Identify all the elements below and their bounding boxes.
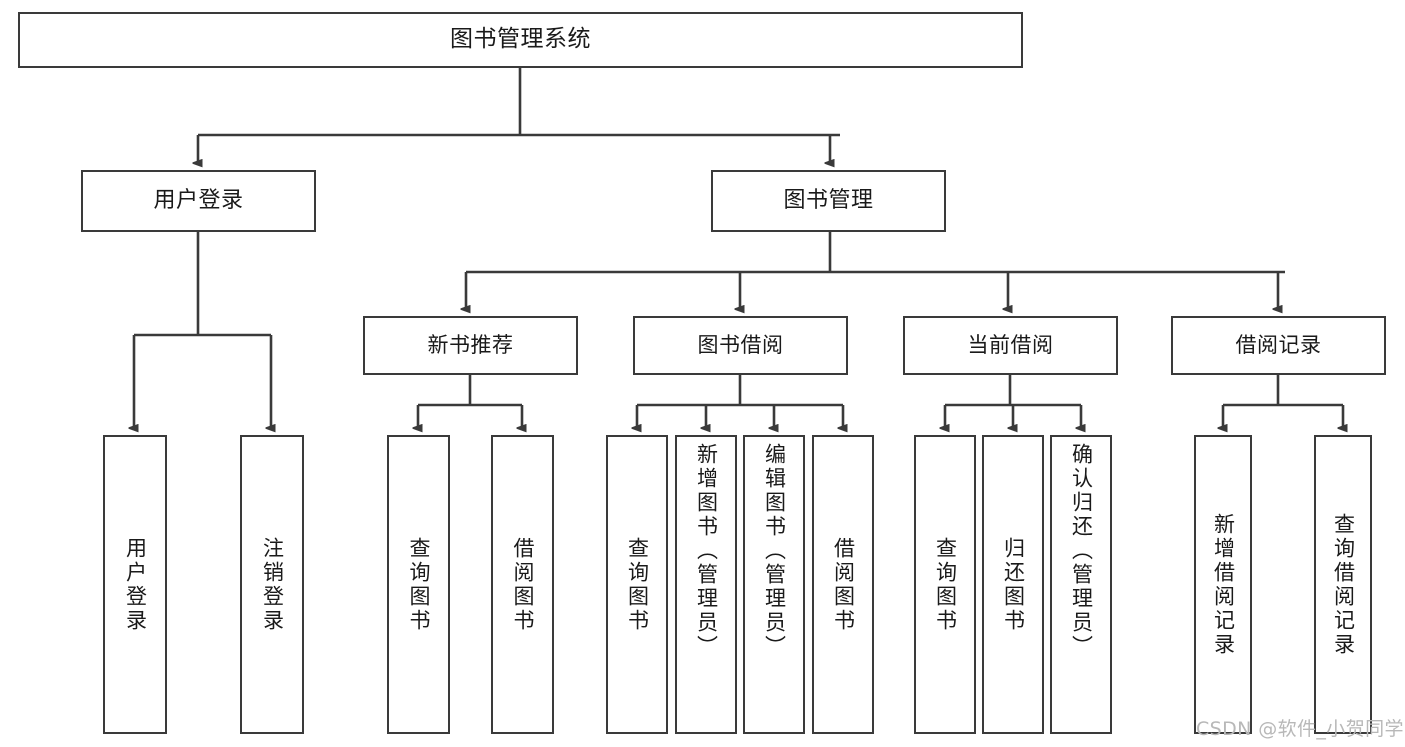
leaf-new-book-query[interactable]: 查询图书 bbox=[387, 435, 450, 734]
node-label: 新增借阅记录 bbox=[1211, 512, 1236, 657]
leaf-user-login-signout[interactable]: 注销登录 bbox=[240, 435, 304, 734]
node-new-book-recommend[interactable]: 新书推荐 bbox=[363, 316, 578, 375]
node-book-borrow[interactable]: 图书借阅 bbox=[633, 316, 848, 375]
leaf-borrow-edit-book-admin[interactable]: 编辑图书（管理员） bbox=[743, 435, 805, 734]
leaf-borrow-query-book[interactable]: 查询图书 bbox=[606, 435, 668, 734]
node-label: 借阅图书 bbox=[511, 536, 535, 633]
node-label: 图书管理系统 bbox=[450, 26, 591, 53]
leaf-borrow-add-book-admin[interactable]: 新增图书（管理员） bbox=[675, 435, 737, 734]
node-label: 确认归还（管理员） bbox=[1069, 443, 1094, 659]
node-label: 图书管理 bbox=[783, 187, 874, 213]
leaf-records-add-record[interactable]: 新增借阅记录 bbox=[1194, 435, 1252, 734]
leaf-current-return-book[interactable]: 归还图书 bbox=[982, 435, 1044, 734]
node-label: 查询借阅记录 bbox=[1331, 512, 1356, 657]
node-borrow-records[interactable]: 借阅记录 bbox=[1171, 316, 1386, 375]
node-label: 注销登录 bbox=[260, 536, 285, 633]
node-user-login[interactable]: 用户登录 bbox=[81, 170, 316, 232]
node-current-borrow[interactable]: 当前借阅 bbox=[903, 316, 1118, 375]
node-book-management[interactable]: 图书管理 bbox=[711, 170, 946, 232]
leaf-borrow-borrow-book[interactable]: 借阅图书 bbox=[812, 435, 874, 734]
node-label: 用户登录 bbox=[153, 187, 244, 213]
node-label: 编辑图书（管理员） bbox=[762, 443, 787, 659]
leaf-current-confirm-return-admin[interactable]: 确认归还（管理员） bbox=[1050, 435, 1112, 734]
leaf-current-query-book[interactable]: 查询图书 bbox=[914, 435, 976, 734]
node-label: 图书借阅 bbox=[697, 332, 784, 357]
node-label: 当前借阅 bbox=[967, 332, 1054, 357]
node-label: 借阅记录 bbox=[1235, 332, 1322, 357]
node-label: 新书推荐 bbox=[427, 332, 514, 357]
node-label: 归还图书 bbox=[1001, 536, 1026, 633]
leaf-user-login-signin[interactable]: 用户登录 bbox=[103, 435, 167, 734]
csdn-watermark: CSDN @软件_小贺同学 bbox=[1196, 718, 1404, 740]
node-label: 查询图书 bbox=[625, 536, 650, 633]
node-label: 查询图书 bbox=[407, 536, 431, 633]
node-label: 借阅图书 bbox=[831, 536, 856, 633]
node-label: 用户登录 bbox=[123, 536, 148, 633]
node-label: 查询图书 bbox=[933, 536, 958, 633]
leaf-new-book-borrow[interactable]: 借阅图书 bbox=[491, 435, 554, 734]
node-root-system[interactable]: 图书管理系统 bbox=[18, 12, 1023, 68]
node-label: 新增图书（管理员） bbox=[694, 443, 719, 659]
leaf-records-query-record[interactable]: 查询借阅记录 bbox=[1314, 435, 1372, 734]
